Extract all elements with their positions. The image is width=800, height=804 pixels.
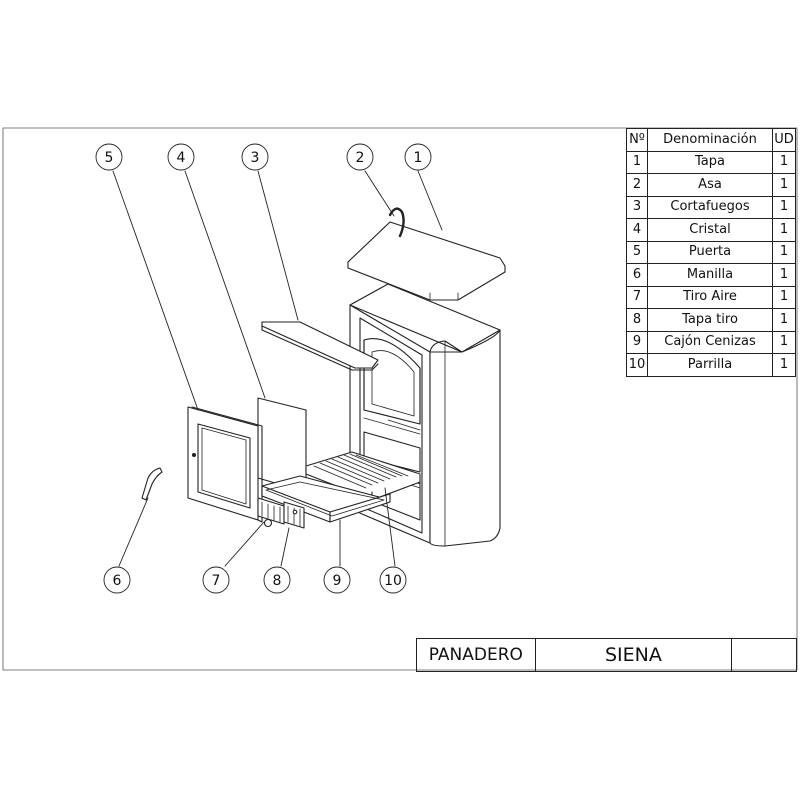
table-row: 5 Puerta 1 xyxy=(626,240,796,264)
balloon-5: 5 xyxy=(95,143,123,171)
row-name: Cajón Cenizas xyxy=(647,330,773,354)
baffle-plate xyxy=(261,321,379,371)
row-number: 1 xyxy=(626,150,648,174)
table-row: 10 Parrilla 1 xyxy=(626,353,796,377)
row-name: Parrilla xyxy=(647,353,773,377)
svg-text:1: 1 xyxy=(414,150,423,166)
svg-text:6: 6 xyxy=(113,573,122,589)
row-units: 1 xyxy=(772,150,796,174)
row-number: 8 xyxy=(626,308,648,332)
row-number: 6 xyxy=(626,263,648,287)
air-vent xyxy=(257,497,285,528)
leader-lines xyxy=(112,170,443,567)
title-block-empty-cell xyxy=(732,639,797,671)
balloon-4: 4 xyxy=(167,143,195,171)
row-name: Puerta xyxy=(647,240,773,264)
row-units: 1 xyxy=(772,308,796,332)
balloon-3: 3 xyxy=(241,143,269,171)
balloon-9: 9 xyxy=(323,566,351,594)
row-name: Manilla xyxy=(647,263,773,287)
title-block: PANADERO SIENA xyxy=(416,638,797,672)
svg-text:4: 4 xyxy=(177,150,186,166)
lid-handle xyxy=(388,207,405,238)
row-number: 3 xyxy=(626,195,648,219)
model-name: SIENA xyxy=(536,639,733,671)
table-row: 6 Manilla 1 xyxy=(626,263,796,287)
balloon-8: 8 xyxy=(263,566,291,594)
table-row: 3 Cortafuegos 1 xyxy=(626,195,796,219)
balloon-7: 7 xyxy=(202,566,230,594)
balloon-1: 1 xyxy=(404,143,432,171)
row-units: 1 xyxy=(772,240,796,264)
balloons: 1 2 3 4 5 6 7 8 xyxy=(95,143,432,594)
row-name: Cortafuegos xyxy=(647,195,773,219)
row-name: Asa xyxy=(647,173,773,197)
svg-text:8: 8 xyxy=(273,573,282,589)
balloon-10: 10 xyxy=(379,566,407,594)
svg-text:7: 7 xyxy=(212,573,221,589)
row-units: 1 xyxy=(772,263,796,287)
table-row: 4 Cristal 1 xyxy=(626,218,796,242)
svg-text:5: 5 xyxy=(105,150,114,166)
parts-list-table: Nº Denominación UD 1 Tapa 1 2 Asa 1 3 Co… xyxy=(626,128,796,377)
row-name: Tapa xyxy=(647,150,773,174)
table-row: 7 Tiro Aire 1 xyxy=(626,285,796,309)
row-name: Tapa tiro xyxy=(647,308,773,332)
grate xyxy=(305,451,421,501)
svg-text:3: 3 xyxy=(251,150,260,166)
ash-drawer xyxy=(261,475,391,523)
row-units: 1 xyxy=(772,218,796,242)
row-units: 1 xyxy=(772,330,796,354)
table-row: 2 Asa 1 xyxy=(626,173,796,197)
row-units: 1 xyxy=(772,353,796,377)
row-number: 9 xyxy=(626,330,648,354)
svg-text:10: 10 xyxy=(384,573,402,589)
table-row: 8 Tapa tiro 1 xyxy=(626,308,796,332)
row-number: 4 xyxy=(626,218,648,242)
header-number: Nº xyxy=(626,128,648,152)
table-row: 1 Tapa 1 xyxy=(626,150,796,174)
row-number: 10 xyxy=(626,353,648,377)
door xyxy=(187,406,263,523)
table-row: 9 Cajón Cenizas 1 xyxy=(626,330,796,354)
svg-text:2: 2 xyxy=(356,150,365,166)
sheet-border xyxy=(2,127,798,671)
svg-text:9: 9 xyxy=(333,573,342,589)
door-handle xyxy=(141,467,163,501)
row-units: 1 xyxy=(772,195,796,219)
vent-cover xyxy=(283,501,305,529)
parts-list-header: Nº Denominación UD xyxy=(626,128,796,152)
balloon-6: 6 xyxy=(103,566,131,594)
product-name: PANADERO xyxy=(417,639,536,671)
row-number: 5 xyxy=(626,240,648,264)
lid xyxy=(347,221,506,301)
header-name: Denominación xyxy=(647,128,773,152)
balloon-2: 2 xyxy=(346,143,374,171)
row-name: Cristal xyxy=(647,218,773,242)
header-units: UD xyxy=(772,128,796,152)
row-number: 2 xyxy=(626,173,648,197)
row-units: 1 xyxy=(772,173,796,197)
row-name: Tiro Aire xyxy=(647,285,773,309)
row-units: 1 xyxy=(772,285,796,309)
row-number: 7 xyxy=(626,285,648,309)
